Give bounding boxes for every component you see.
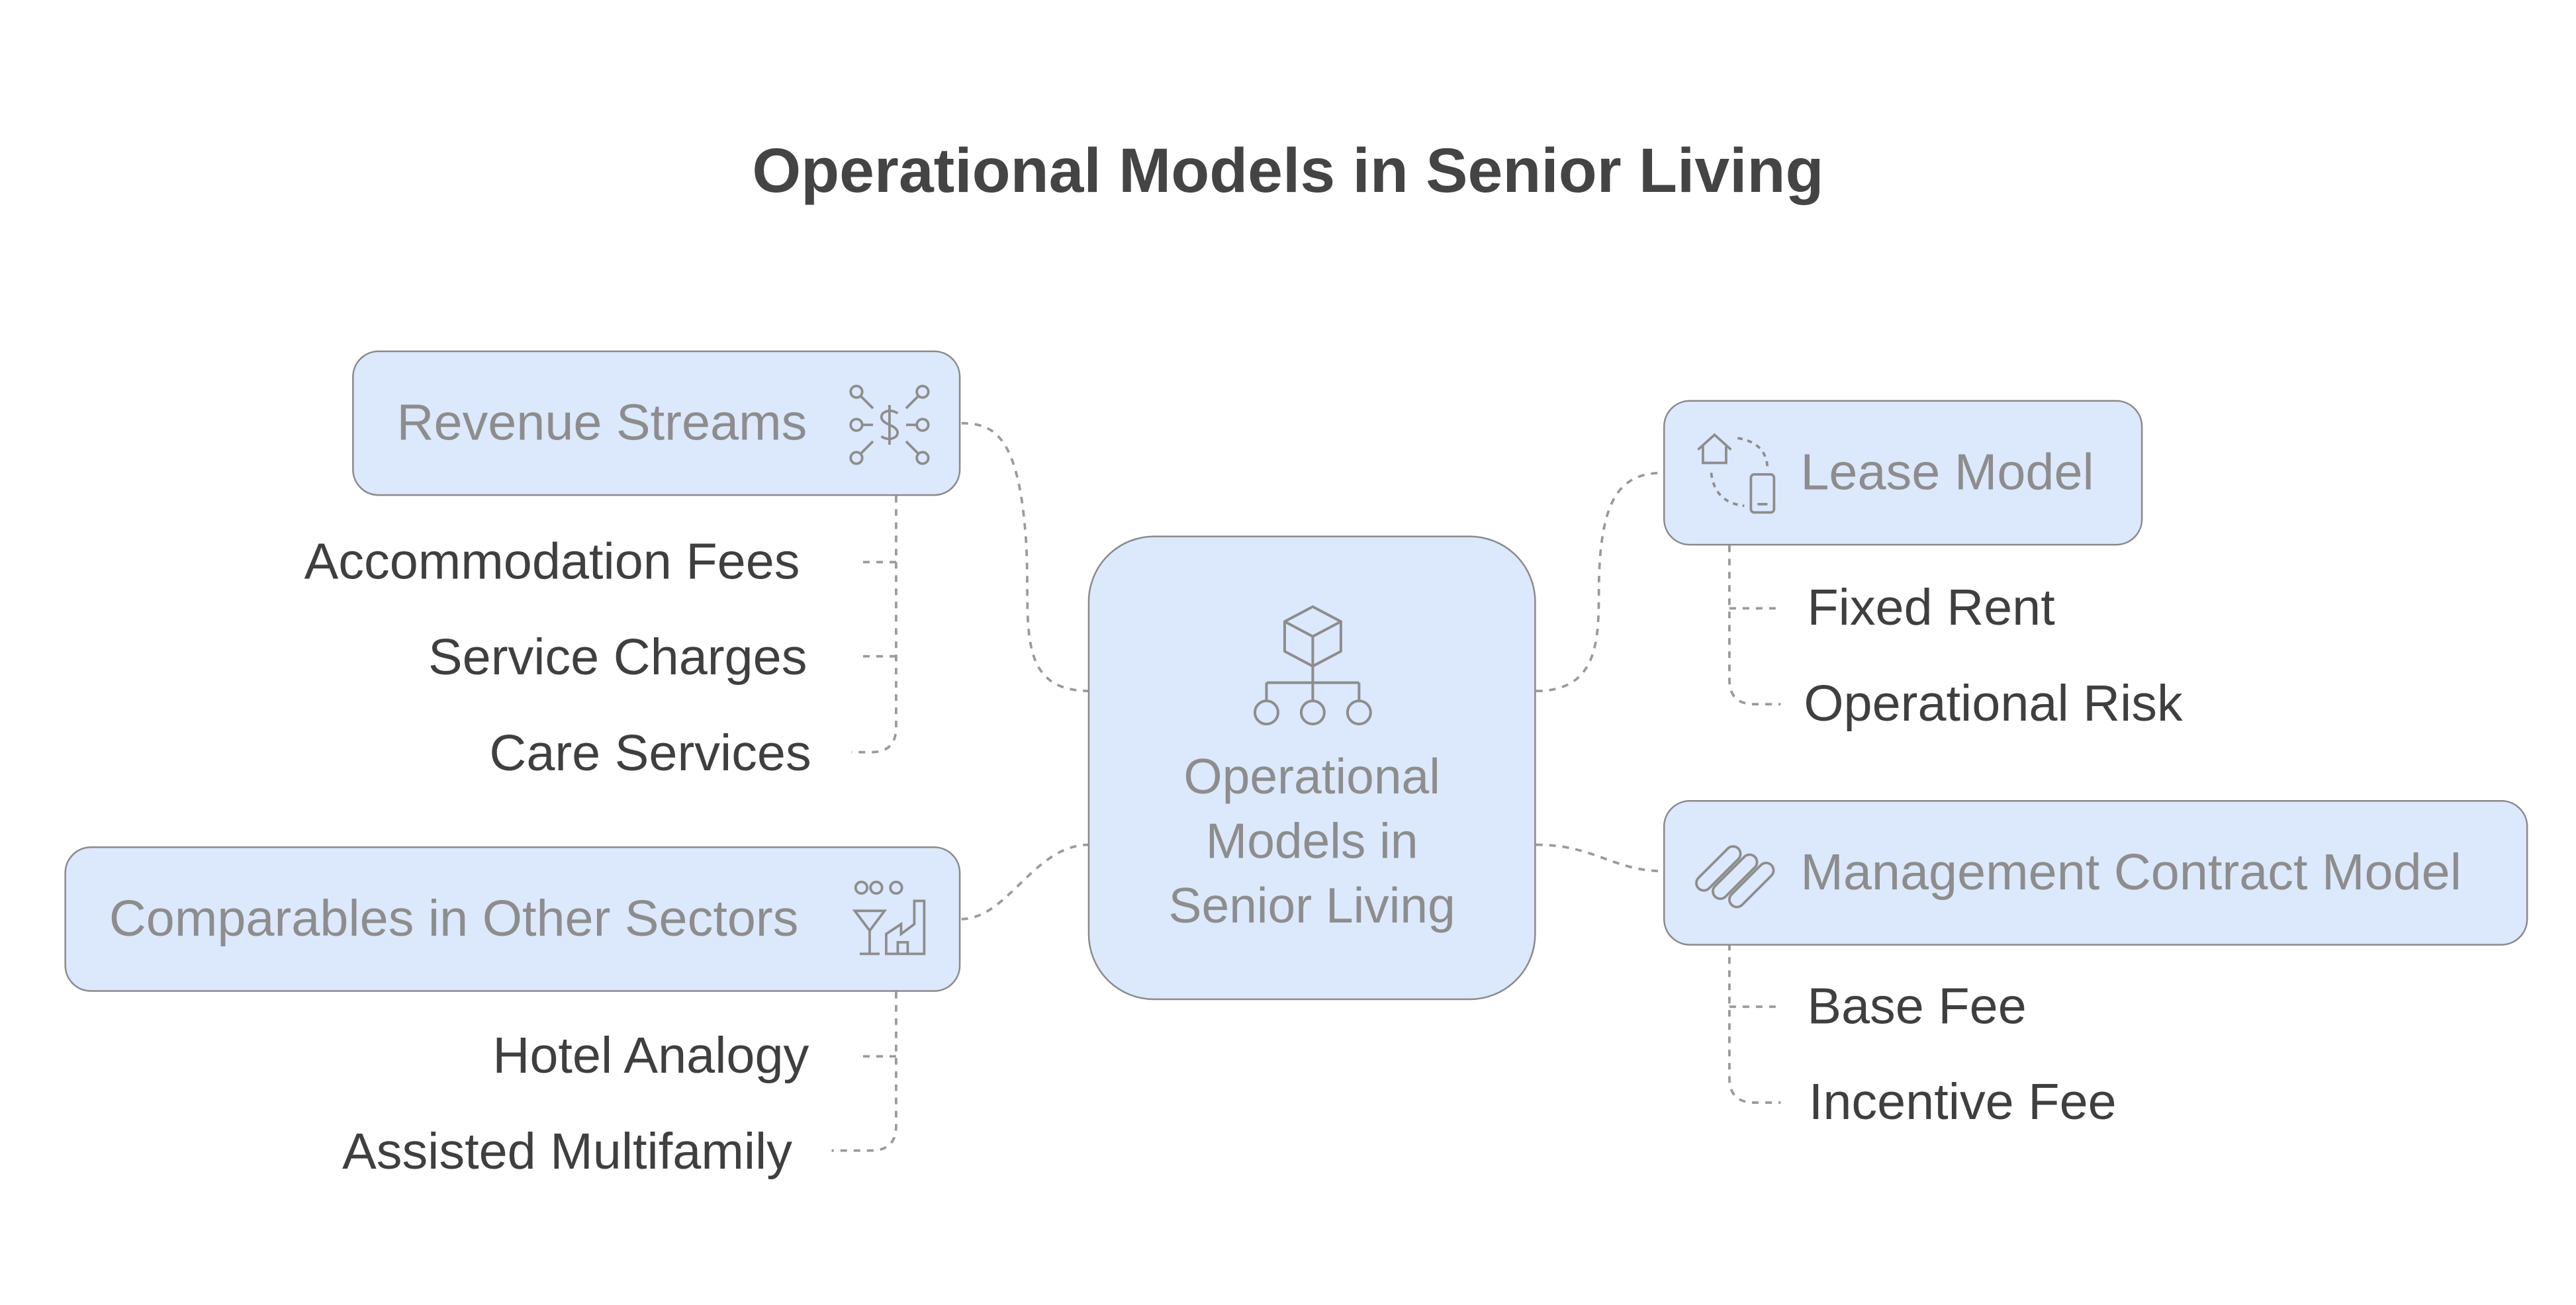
center-label-line-1: Operational xyxy=(1183,750,1440,805)
branch-comparables[interactable]: Comparables in Other Sectors xyxy=(64,846,961,992)
leaf-fixed-rent: Fixed Rent xyxy=(1807,578,2055,637)
branch-label: Revenue Streams xyxy=(396,393,807,451)
branch-label: Management Contract Model xyxy=(1800,842,2461,901)
house-phone-icon xyxy=(1697,433,1776,514)
branch-revenue-streams[interactable]: Revenue Streams xyxy=(352,350,961,496)
leaf-accommodation-fees: Accommodation Fees xyxy=(304,532,800,590)
connector-revenue-children xyxy=(851,496,897,754)
branch-label: Lease Model xyxy=(1800,443,2094,501)
branch-lease-model[interactable]: Lease Model xyxy=(1663,400,2143,546)
branch-management-contract[interactable]: Management Contract Model xyxy=(1663,800,2528,946)
leaf-service-charges: Service Charges xyxy=(428,628,807,686)
leaf-incentive-fee: Incentive Fee xyxy=(1808,1073,2117,1131)
center-label-line-2: Models in xyxy=(1205,815,1418,870)
center-node[interactable]: Operational Models in Senior Living xyxy=(1087,535,1536,1001)
leaf-hotel-analogy: Hotel Analogy xyxy=(492,1026,809,1085)
connector-management-children xyxy=(1728,944,1781,1104)
leaf-base-fee: Base Fee xyxy=(1807,977,2027,1035)
connector-lease-children xyxy=(1728,545,1781,706)
connector-management-contract xyxy=(1536,843,1665,873)
connector-revenue-streams xyxy=(960,422,1090,693)
center-label-line-3: Senior Living xyxy=(1168,879,1455,934)
branch-label: Comparables in Other Sectors xyxy=(109,889,799,948)
money-flow-icon xyxy=(849,384,930,465)
leaf-assisted-multifamily: Assisted Multifamily xyxy=(342,1122,793,1181)
diagram-title: Operational Models in Senior Living xyxy=(752,137,1824,207)
hotel-factory-icon xyxy=(852,880,926,956)
center-node-label: Operational Models in Senior Living xyxy=(1089,746,1534,939)
leaf-operational-risk: Operational Risk xyxy=(1804,674,2183,733)
connector-comparables xyxy=(960,843,1090,921)
connector-lease-model xyxy=(1536,471,1665,693)
leaf-care-services: Care Services xyxy=(489,724,811,782)
hierarchy-cube-icon xyxy=(1253,605,1372,726)
connector-comparables-children xyxy=(831,991,897,1152)
paperclips-icon xyxy=(1695,845,1775,909)
